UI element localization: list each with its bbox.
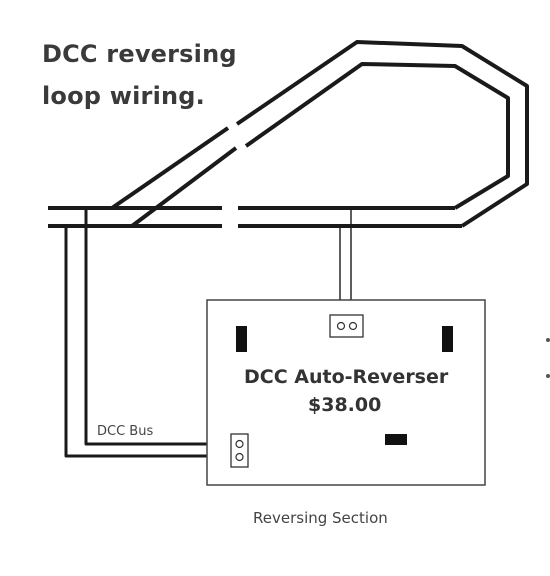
mount-hole-left <box>236 326 247 352</box>
bus-terminal-screw-1 <box>235 439 244 449</box>
track-terminal-screw-1 <box>336 321 346 331</box>
diverge-rail-outer <box>110 126 230 210</box>
bus-terminal-block <box>230 433 249 468</box>
diverge-rail-inner <box>130 146 238 228</box>
device-name: DCC Auto-Reverser <box>244 366 449 388</box>
bus-wire-1 <box>84 208 236 446</box>
device-price: $38.00 <box>308 394 382 416</box>
loop-rail-outer <box>235 40 529 228</box>
track-terminal-block <box>329 314 364 338</box>
track-terminal-screw-2 <box>348 321 358 331</box>
bus-terminal-screw-2 <box>235 452 244 462</box>
diagram-title-line-1: DCC reversing <box>42 40 237 68</box>
reversing-section-label: Reversing Section <box>253 509 388 527</box>
status-led <box>385 434 407 445</box>
edge-dot-1 <box>546 338 550 342</box>
bus-wire-2 <box>64 226 236 458</box>
diagram-title-line-2: loop wiring. <box>42 82 205 110</box>
loop-rail-inner <box>244 62 510 210</box>
edge-dot-2 <box>546 374 550 378</box>
dcc-bus-label: DCC Bus <box>97 424 154 439</box>
mount-hole-right <box>442 326 453 352</box>
